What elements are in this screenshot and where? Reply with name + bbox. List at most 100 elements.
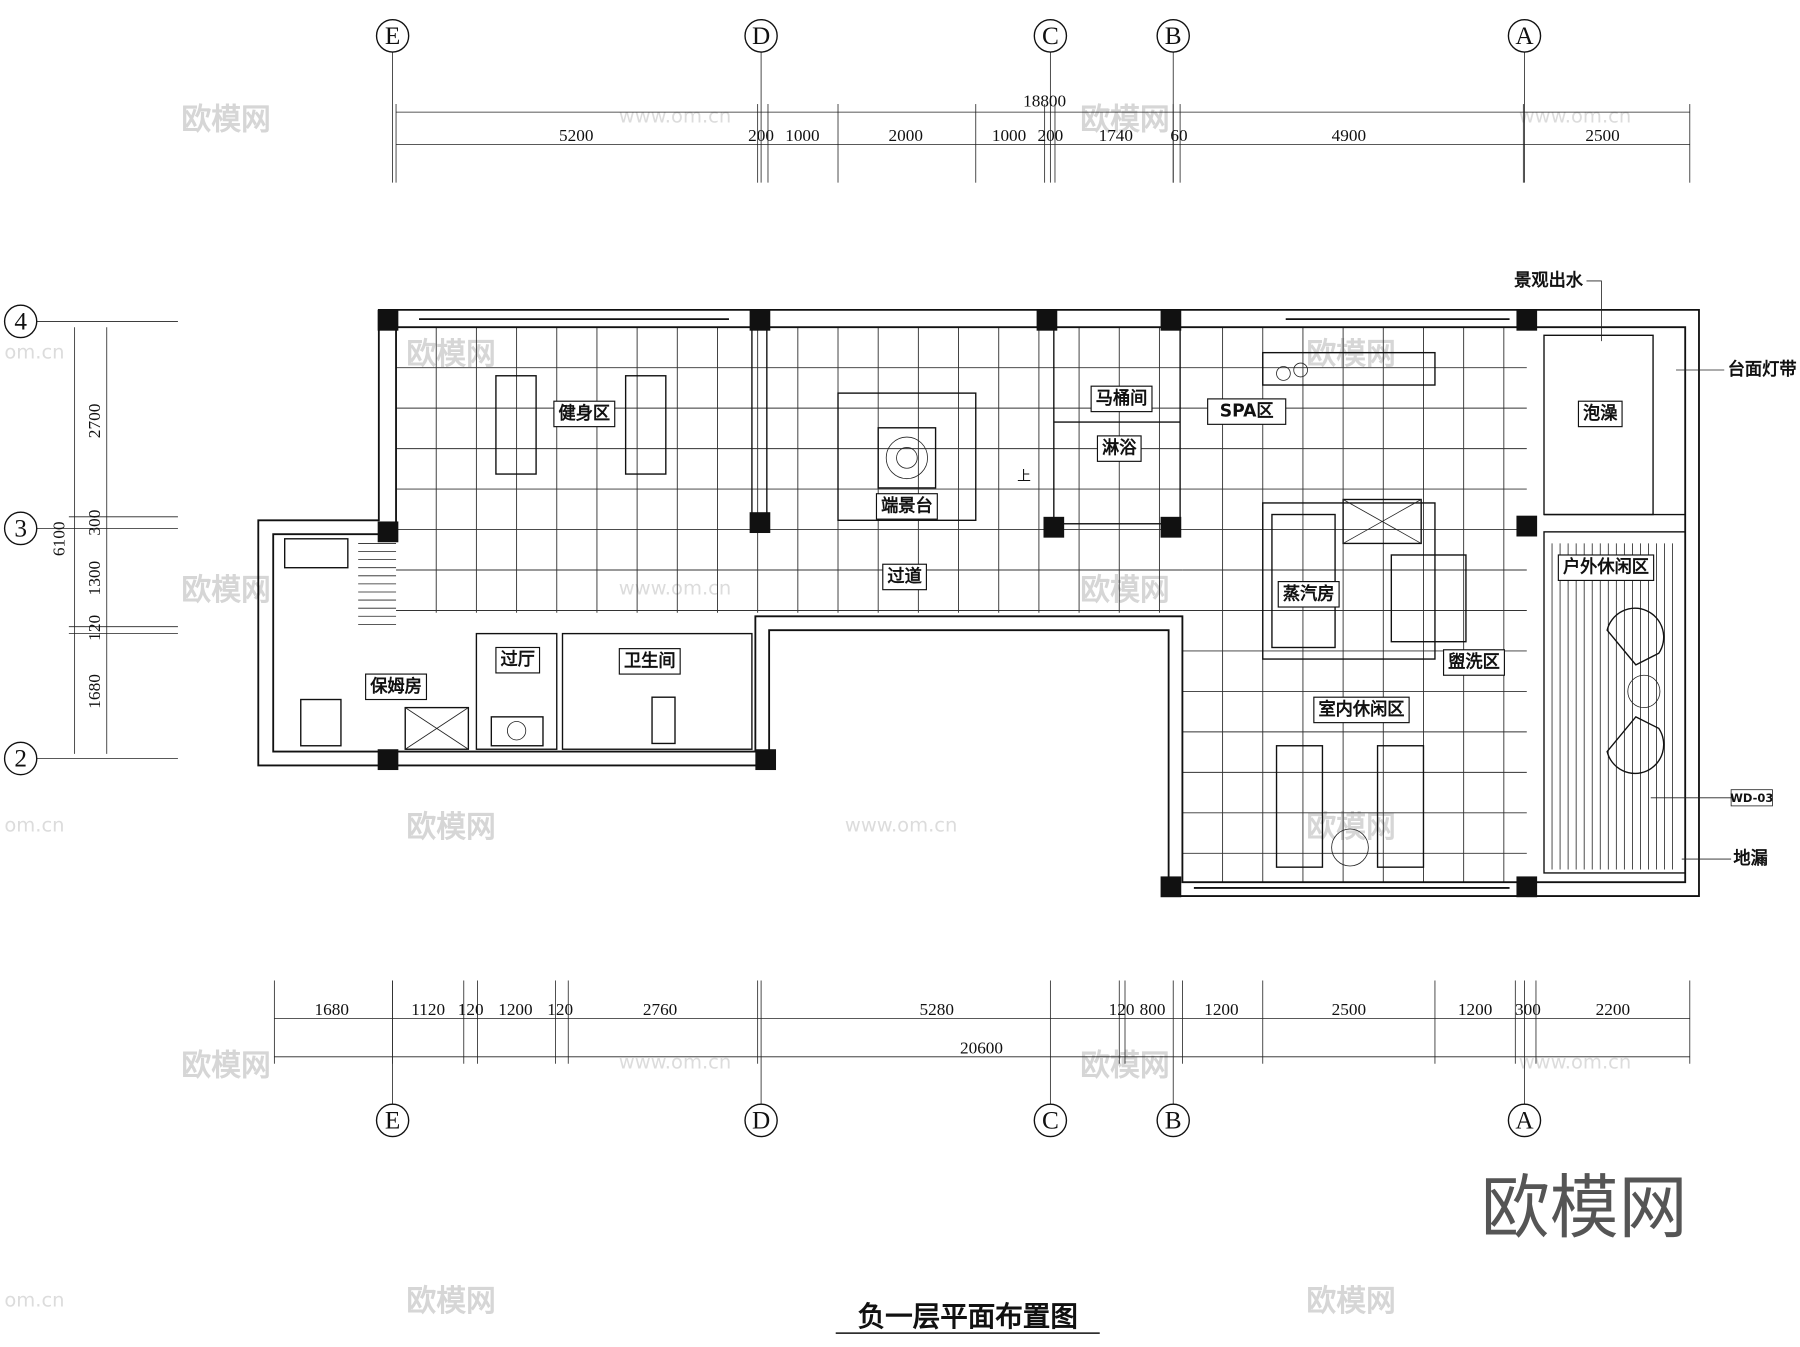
- dim-text: 2200: [1596, 1000, 1630, 1019]
- watermark: 欧模网: [406, 1284, 495, 1319]
- room-label: 蒸汽房: [1283, 583, 1335, 604]
- watermark: 欧模网: [1080, 573, 1169, 608]
- column: [749, 309, 771, 331]
- dim-text: 300: [1515, 1000, 1541, 1019]
- column: [1516, 515, 1538, 537]
- dim-total-bottom: 20600: [960, 1038, 1003, 1057]
- room-label-box: [882, 563, 927, 591]
- room-label: 过厅: [501, 650, 535, 670]
- room-label-box: [1577, 400, 1623, 428]
- watermark: www.om.cn: [619, 1050, 732, 1073]
- dim-text: 120: [1109, 1000, 1135, 1019]
- dim-text: 1000: [992, 126, 1026, 145]
- dim-text: 2760: [643, 1000, 677, 1019]
- drawing-title: 负一层平面布置图: [858, 1300, 1078, 1333]
- room-label-box: [495, 646, 541, 674]
- axis-bubble: [1156, 1103, 1190, 1138]
- column: [377, 521, 399, 543]
- room-label-box: [1207, 398, 1287, 425]
- watermark: www.om.cn: [1519, 104, 1632, 127]
- column: [1160, 309, 1182, 331]
- watermark: om.cn: [4, 340, 64, 363]
- room-label-box: [1313, 696, 1410, 724]
- axis-label: C: [1042, 22, 1059, 50]
- dim-text: 1740: [1099, 126, 1133, 145]
- dim-text: 200: [748, 126, 774, 145]
- axis-bubble: [375, 18, 410, 53]
- watermark: 欧模网: [181, 1048, 270, 1083]
- room-label: 端景台: [881, 495, 933, 516]
- dim-text: 800: [1140, 1000, 1166, 1019]
- brand-watermark: 欧模网: [1481, 1168, 1688, 1248]
- dim-text: 2700: [85, 404, 104, 439]
- room-label: 淋浴: [1102, 438, 1137, 459]
- room-label-box: [618, 648, 681, 675]
- room-labels: 健身区端景台马桶间淋浴SPA区泡澡过道蒸汽房户外休闲区过厅卫生间盥洗区保姆房室内…: [365, 385, 1655, 724]
- axis-bubble: [3, 741, 38, 776]
- axis-bubble: [1507, 1103, 1542, 1138]
- axis-bubble: [1507, 18, 1542, 53]
- column: [1036, 309, 1058, 331]
- watermark: 欧模网: [1306, 1284, 1395, 1319]
- room-label: 卫生间: [624, 650, 676, 671]
- column: [1160, 516, 1182, 538]
- watermark: 欧模网: [406, 337, 495, 372]
- room-label: 室内休闲区: [1318, 699, 1404, 720]
- dim-text: 2000: [889, 126, 923, 145]
- axis-label: E: [385, 1106, 400, 1134]
- watermark: www.om.cn: [845, 813, 958, 836]
- axis-label: 4: [14, 307, 27, 335]
- axis-label: B: [1165, 1106, 1182, 1134]
- axis-label: D: [752, 22, 770, 50]
- room-label-box: [553, 400, 616, 428]
- watermark: 欧模网: [1306, 337, 1395, 372]
- watermark: www.om.cn: [619, 576, 732, 599]
- dim-text: 1200: [1458, 1000, 1492, 1019]
- watermark: 欧模网: [181, 102, 270, 137]
- watermark: www.om.cn: [1519, 1050, 1632, 1073]
- watermark: 欧模网: [1306, 810, 1395, 845]
- axis-label: 2: [14, 744, 27, 772]
- callout-counter-light: 台面灯带: [1728, 359, 1797, 380]
- dim-total-top: 18800: [1023, 91, 1066, 110]
- callout-landscape-water: 景观出水: [1514, 270, 1584, 291]
- axis-label: A: [1515, 1106, 1534, 1134]
- watermarks: 欧模网 欧模网 www.om.cn www.om.cn 欧模网 欧模网 om.c…: [4, 102, 1687, 1319]
- room-label-box: [875, 493, 938, 520]
- column: [755, 749, 777, 771]
- room-label-box: [1557, 554, 1655, 582]
- dim-total-left: 6100: [49, 521, 68, 556]
- room-label-box: [1090, 385, 1153, 413]
- dim-text: 2500: [1332, 1000, 1366, 1019]
- watermark: www.om.cn: [619, 104, 732, 127]
- room-label: 马桶间: [1096, 388, 1148, 409]
- dim-text: 5280: [920, 1000, 954, 1019]
- dim-text: 120: [85, 615, 104, 641]
- room-label: 健身区: [559, 403, 611, 424]
- dim-text: 120: [547, 1000, 573, 1019]
- axis-bubble: [1156, 18, 1190, 53]
- walls: [257, 308, 1700, 897]
- axis-label: B: [1165, 22, 1182, 50]
- watermark: 欧模网: [181, 573, 270, 608]
- axis-bubble: [1033, 1103, 1068, 1138]
- dim-text: 4900: [1332, 126, 1366, 145]
- room-label-box: [1442, 649, 1505, 676]
- dim-text: 300: [85, 510, 104, 536]
- dim-text: 1300: [85, 561, 104, 596]
- axis-label: 3: [14, 514, 27, 542]
- axis-bubble: [375, 1103, 410, 1138]
- watermark: 欧模网: [1080, 102, 1169, 137]
- room-label: 户外休闲区: [1563, 557, 1649, 578]
- column: [1516, 309, 1538, 331]
- column: [377, 749, 399, 771]
- room-label-box: [1277, 581, 1340, 608]
- column: [377, 309, 399, 331]
- dim-text: 1680: [85, 674, 104, 709]
- column: [1043, 516, 1065, 538]
- dim-text: 1000: [785, 126, 819, 145]
- axis-label: C: [1042, 1106, 1059, 1134]
- axis-bubble: [744, 1103, 778, 1138]
- dim-text: 1200: [1204, 1000, 1238, 1019]
